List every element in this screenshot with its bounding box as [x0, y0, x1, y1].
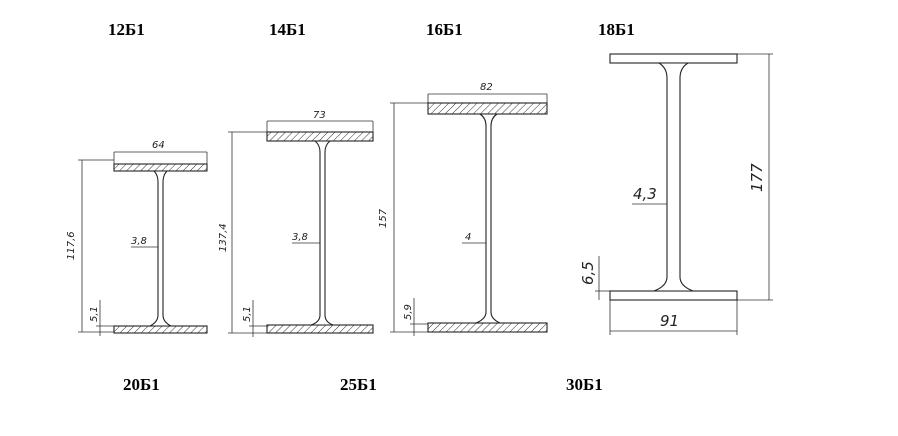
height-label-18b1: 177: [748, 163, 766, 192]
flange-label-16b1: 5,9: [403, 304, 414, 320]
height-label-12b1: 117,6: [66, 231, 77, 260]
width-label-14b1: 73: [313, 110, 326, 121]
width-label-12b1: 64: [152, 140, 165, 151]
title-18b1: 18Б1: [598, 20, 635, 39]
beam-18b1: 91 4,3 177 6,5: [579, 53, 773, 335]
beam-12b1: 64 3,8 117,6 5,1: [66, 140, 208, 336]
height-label-16b1: 157: [378, 208, 389, 228]
height-label-14b1: 137,4: [218, 223, 229, 252]
flange-label-12b1: 5,1: [89, 306, 100, 322]
beam-14b1: 73 3,8 137,4 5,1: [218, 110, 374, 337]
web-label-12b1: 3,8: [131, 236, 147, 247]
flange-label-18b1: 6,5: [579, 261, 597, 285]
title-20b1: 20Б1: [123, 375, 160, 394]
title-16b1: 16Б1: [426, 20, 463, 39]
width-label-18b1: 91: [660, 312, 679, 330]
title-12b1: 12Б1: [108, 20, 145, 39]
flange-label-14b1: 5,1: [242, 306, 253, 322]
width-label-16b1: 82: [480, 82, 493, 93]
beam-16b1: 82 4 157 5,9: [378, 82, 548, 336]
title-30b1: 30Б1: [566, 375, 603, 394]
title-14b1: 14Б1: [269, 20, 306, 39]
title-25b1: 25Б1: [340, 375, 377, 394]
web-label-16b1: 4: [465, 232, 471, 243]
web-label-14b1: 3,8: [292, 232, 308, 243]
web-label-18b1: 4,3: [633, 185, 657, 203]
